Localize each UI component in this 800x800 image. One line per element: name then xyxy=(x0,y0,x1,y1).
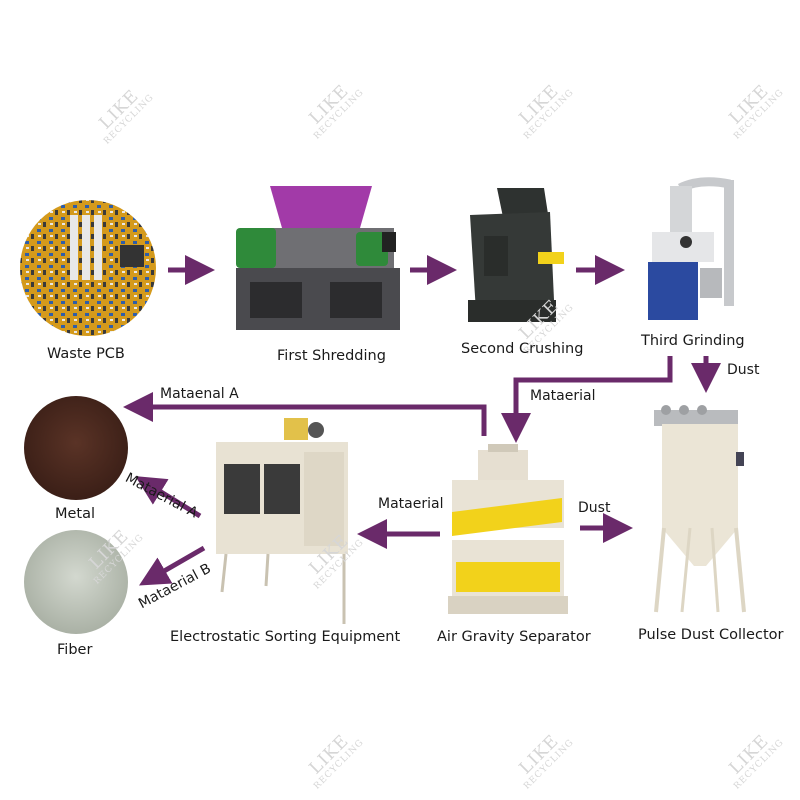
dust-collector-image xyxy=(654,405,746,613)
grinder-image xyxy=(648,177,734,320)
label-first-shredding: First Shredding xyxy=(277,348,386,364)
shredder-image xyxy=(236,186,400,330)
edge-label-dust-mid: Dust xyxy=(578,500,611,516)
arrow-separator-to-metal xyxy=(123,392,487,436)
label-third-grinding: Third Grinding xyxy=(641,333,745,349)
edge-label-dust-top: Dust xyxy=(727,362,760,378)
label-metal: Metal xyxy=(55,506,96,522)
crusher-image xyxy=(468,188,564,322)
edge-label-mataerial-mid: Mataerial xyxy=(378,496,444,512)
air-gravity-separator-image xyxy=(448,444,568,614)
label-pulse-dust: Pulse Dust Collector xyxy=(638,627,784,643)
metal-powder-image xyxy=(24,396,128,500)
edge-label-mataerial-top: Mataerial xyxy=(530,388,596,404)
arrow-electrostatic-to-fiber xyxy=(139,545,206,586)
label-air-gravity: Air Gravity Separator xyxy=(437,629,591,645)
arrow-grinder-to-separator xyxy=(501,356,673,443)
label-second-crushing: Second Crushing xyxy=(461,341,584,357)
label-waste-pcb: Waste PCB xyxy=(47,346,125,362)
waste-pcb-image xyxy=(20,200,156,336)
fiber-powder-image xyxy=(24,530,128,634)
arrow-electrostatic-to-metal xyxy=(135,476,202,519)
label-electrostatic: Electrostatic Sorting Equipment xyxy=(170,629,401,645)
edge-label-mataenal-a: Mataenal A xyxy=(160,386,239,402)
label-fiber: Fiber xyxy=(57,642,93,658)
electrostatic-sorter-image xyxy=(216,418,348,624)
